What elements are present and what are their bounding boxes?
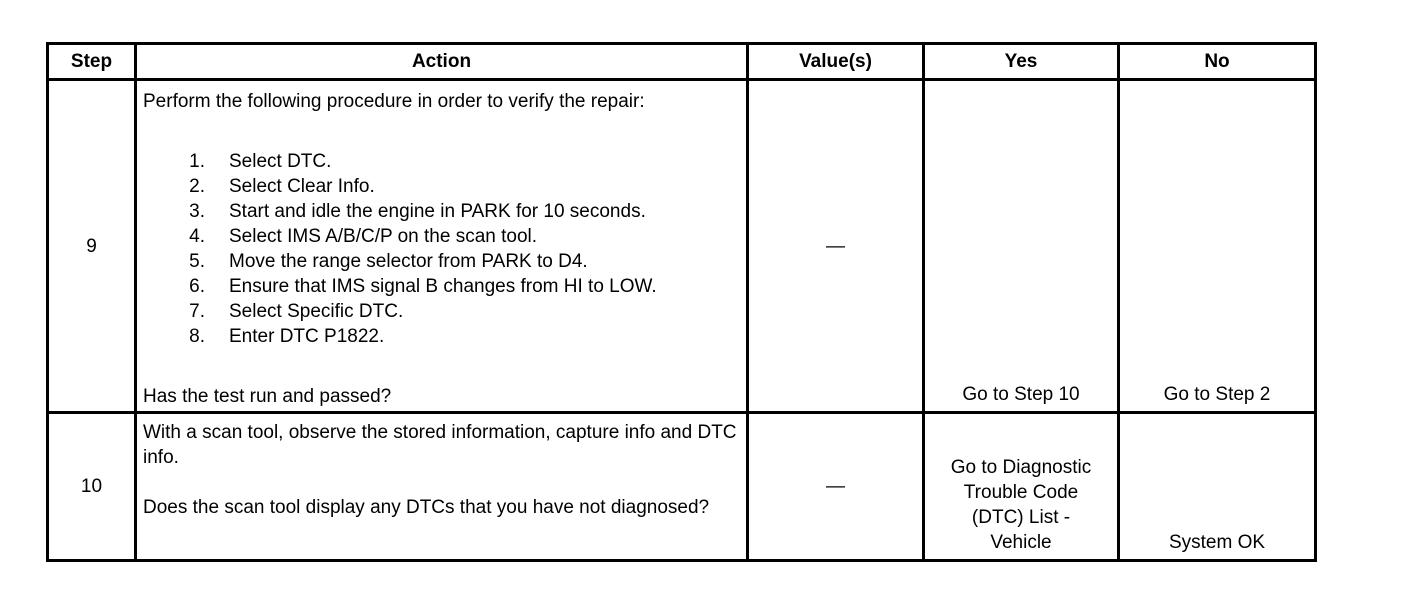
list-item-text: Enter DTC P1822. bbox=[229, 326, 385, 347]
action-intro: With a scan tool, observe the stored inf… bbox=[143, 422, 737, 468]
list-item-number: 5. bbox=[189, 251, 205, 272]
list-item: 1. Select DTC. bbox=[143, 149, 740, 174]
no-cell: Go to Step 2 bbox=[1117, 78, 1317, 414]
value-cell: — bbox=[746, 411, 925, 562]
list-item-number: 2. bbox=[189, 176, 205, 197]
list-item-text: Select Clear Info. bbox=[229, 176, 375, 197]
yes-cell: Go to Step 10 bbox=[922, 78, 1120, 414]
list-item: 4. Select IMS A/B/C/P on the scan tool. bbox=[143, 224, 740, 249]
list-item-number: 4. bbox=[189, 226, 205, 247]
list-item-text: Select Specific DTC. bbox=[229, 301, 404, 322]
header-no: No bbox=[1117, 42, 1317, 81]
header-action: Action bbox=[134, 42, 749, 81]
list-item-number: 6. bbox=[189, 276, 205, 297]
header-yes: Yes bbox=[922, 42, 1120, 81]
list-item-number: 8. bbox=[189, 326, 205, 347]
table-row: 9 Perform the following procedure in ord… bbox=[46, 78, 1317, 414]
action-intro: Perform the following procedure in order… bbox=[143, 91, 645, 112]
list-item-number: 1. bbox=[189, 151, 205, 172]
list-item-number: 7. bbox=[189, 301, 205, 322]
list-item-number: 3. bbox=[189, 201, 205, 222]
list-item: 8. Enter DTC P1822. bbox=[143, 324, 740, 349]
value-cell: — bbox=[746, 78, 925, 414]
list-item: 2. Select Clear Info. bbox=[143, 174, 740, 199]
yes-cell: Go to Diagnostic Trouble Code (DTC) List… bbox=[922, 411, 1120, 562]
diagnostic-table: Step Action Value(s) Yes No 9 Perform th… bbox=[46, 42, 1317, 562]
table-row: 10 With a scan tool, observe the stored … bbox=[46, 411, 1317, 562]
action-cell: Perform the following procedure in order… bbox=[134, 78, 749, 414]
list-item: 3. Start and idle the engine in PARK for … bbox=[143, 199, 740, 224]
list-item-text: Move the range selector from PARK to D4. bbox=[229, 251, 588, 272]
list-item: 5. Move the range selector from PARK to D… bbox=[143, 249, 740, 274]
list-item-text: Select IMS A/B/C/P on the scan tool. bbox=[229, 226, 538, 247]
header-row: Step Action Value(s) Yes No bbox=[46, 42, 1317, 81]
action-question: Has the test run and passed? bbox=[143, 386, 392, 407]
step-number: 9 bbox=[46, 78, 137, 414]
list-item-text: Start and idle the engine in PARK for 10… bbox=[229, 201, 646, 222]
header-step: Step bbox=[46, 42, 137, 81]
action-cell: With a scan tool, observe the stored inf… bbox=[134, 411, 749, 562]
procedure-list: 1. Select DTC. 2. Select Clear Info. 3. Sta… bbox=[143, 149, 740, 349]
list-item: 6. Ensure that IMS signal B changes from … bbox=[143, 274, 740, 299]
list-item: 7. Select Specific DTC. bbox=[143, 299, 740, 324]
step-number: 10 bbox=[46, 411, 137, 562]
list-item-text: Select DTC. bbox=[229, 151, 332, 172]
list-item-text: Ensure that IMS signal B changes from HI… bbox=[229, 276, 657, 297]
action-question: Does the scan tool display any DTCs that… bbox=[143, 497, 710, 518]
header-values: Value(s) bbox=[746, 42, 925, 81]
no-cell: System OK bbox=[1117, 411, 1317, 562]
